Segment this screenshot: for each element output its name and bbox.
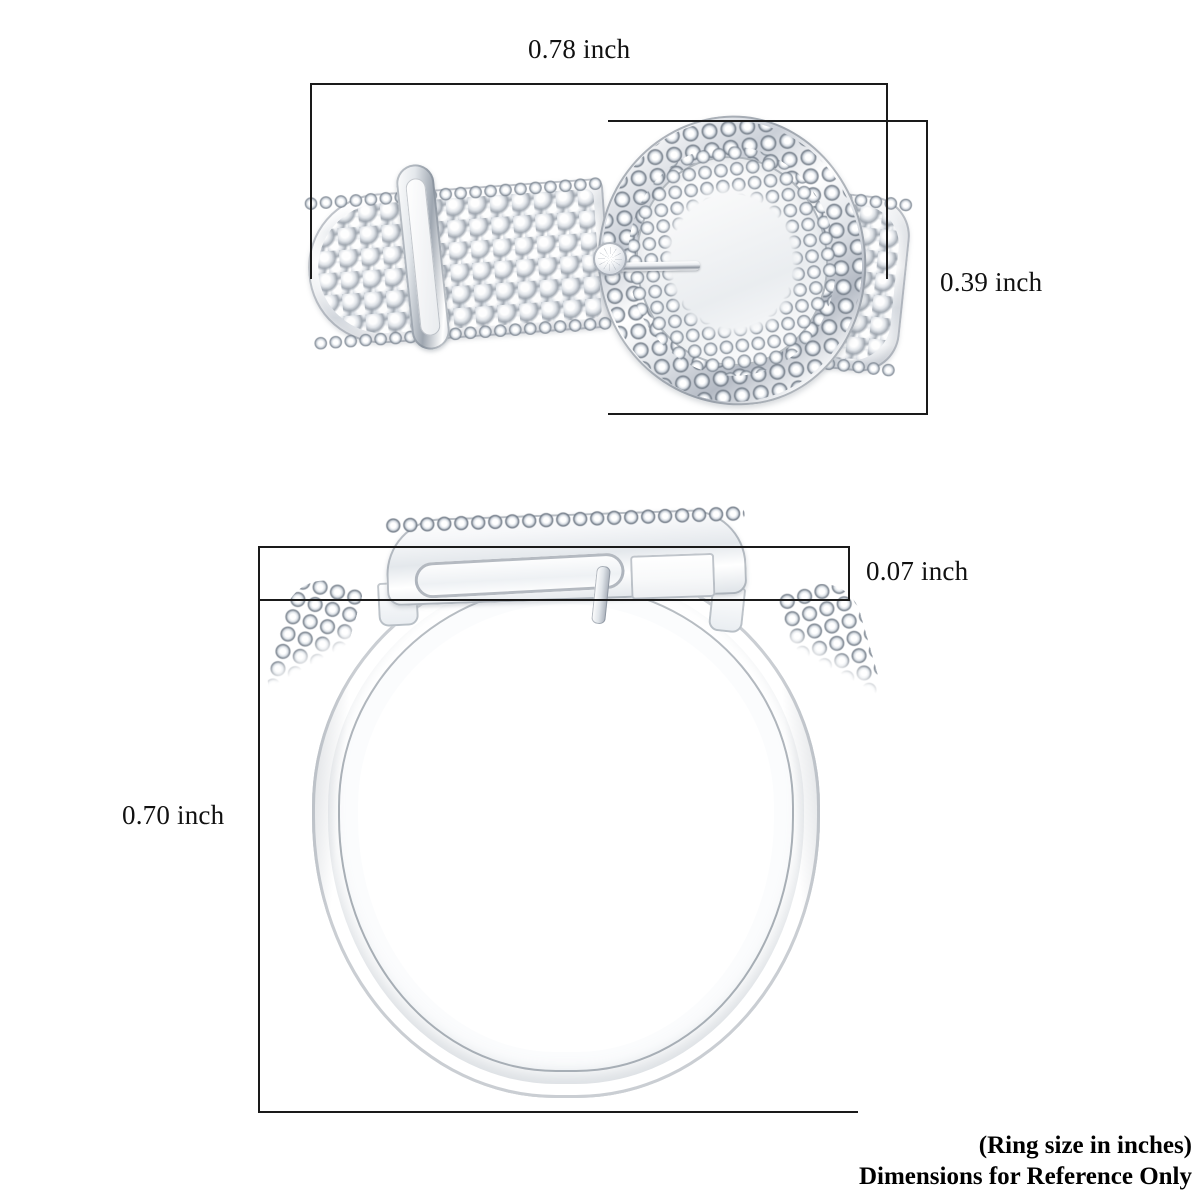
thickness-dimension-label: 0.07 inch <box>866 556 969 586</box>
overall-height-dimension-label: 0.70 inch <box>122 800 225 830</box>
ring-top-view-image <box>300 96 914 422</box>
overall-height-measure-bracket <box>258 546 858 1113</box>
width-dimension-label: 0.78 inch <box>528 34 631 64</box>
footer-note: (Ring size in inches) Dimensions for Ref… <box>859 1130 1192 1192</box>
beaded-edge-icon <box>384 504 745 536</box>
footer-line-1: (Ring size in inches) <box>978 1132 1192 1159</box>
height-measure-bracket <box>608 120 928 415</box>
width-measure-bracket <box>310 83 888 279</box>
footer-line-2: Dimensions for Reference Only <box>858 1163 1192 1190</box>
accent-gemstone <box>593 242 627 276</box>
height-dimension-label: 0.39 inch <box>940 267 1043 297</box>
thickness-measure-bracket <box>258 546 850 601</box>
ring-band-shading <box>312 558 820 1098</box>
ring-side-view-image <box>258 504 888 1116</box>
